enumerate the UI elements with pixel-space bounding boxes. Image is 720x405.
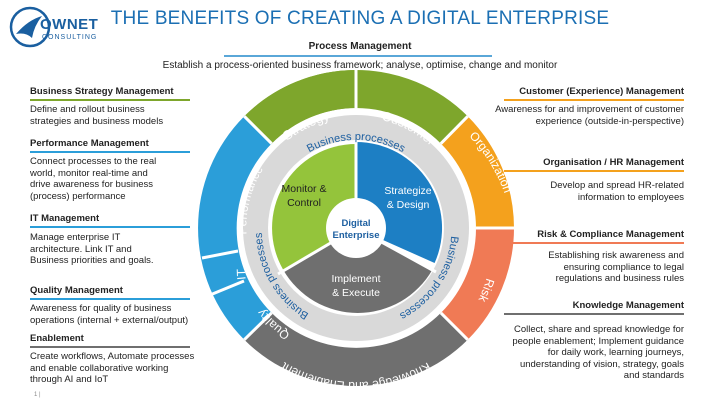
performance-line: drive awareness for business <box>30 179 154 190</box>
organisation-line: Develop and spread HR-related <box>550 180 684 191</box>
process-management-text: Establish a process-oriented business fr… <box>162 60 558 71</box>
knowledge-underline <box>504 313 684 315</box>
it-line: Manage enterprise IT <box>30 232 121 243</box>
implement-label-2: & Execute <box>332 287 380 299</box>
risk-segment <box>440 228 514 340</box>
knowledge-heading: Knowledge Management <box>572 300 684 311</box>
organisation-line: information to employees <box>577 191 684 203</box>
blue-left-segment <box>198 116 272 340</box>
risk-underline <box>504 242 684 244</box>
knowledge-line: for daily work, learning journeys, <box>547 347 684 358</box>
enablement-text: Create workflows, Automate processes and… <box>30 351 230 386</box>
customer-underline <box>504 99 684 101</box>
performance-line: (process) performance <box>30 190 126 202</box>
center-label-1: Digital <box>341 218 370 229</box>
it-heading: IT Management <box>30 213 100 224</box>
strategy-heading: Business Strategy Management <box>30 86 174 97</box>
customer-line: experience (outside-in-perspective) <box>535 115 684 127</box>
logo-ring-icon <box>9 6 51 48</box>
customer-text: Awareness for and improvement of custome… <box>464 104 684 127</box>
it-line: architecture. Link IT and <box>30 243 132 255</box>
customer-segment <box>356 70 468 144</box>
logo-sub: CONSULTING <box>42 34 98 41</box>
risk-line: regulations and business rules <box>555 273 684 284</box>
enablement-underline <box>30 346 190 348</box>
risk-text: Establishing risk awareness and ensuring… <box>484 250 684 285</box>
ring-label-it: IT <box>234 268 249 280</box>
knowledge-segment <box>244 312 468 386</box>
performance-heading: Performance Management <box>30 138 149 149</box>
customer-heading: Customer (Experience) Management <box>519 86 684 97</box>
monitor-label-1: Monitor & <box>282 183 327 195</box>
organization-segment <box>440 116 514 228</box>
it-line: Business priorities and goals. <box>30 255 154 266</box>
enablement-line: through AI and IoT <box>30 374 109 385</box>
risk-heading: Risk & Compliance Management <box>537 229 684 240</box>
strategize-label-1: Strategize <box>384 185 431 197</box>
quality-line: Awareness for quality of business <box>30 303 172 314</box>
process-management-underline <box>224 55 492 57</box>
performance-text: Connect processes to the real world, mon… <box>30 156 220 202</box>
logo-swoosh-icon <box>16 16 42 38</box>
performance-underline <box>30 151 190 153</box>
digital-enterprise-diagram: Strategy Customer Organization Risk Know… <box>198 70 515 388</box>
segment-separators <box>201 70 514 341</box>
process-management-heading: Process Management <box>308 41 412 52</box>
quality-heading: Quality Management <box>30 285 123 296</box>
knowledge-line: people enablement; Implement guidance <box>512 335 684 347</box>
performance-line: Connect processes to the real <box>30 156 157 167</box>
strategy-line: strategies and business models <box>30 115 164 127</box>
center-label-2: Enterprise <box>333 230 380 241</box>
enablement-line: Create workflows, Automate processes <box>30 351 195 362</box>
quality-line: operations (internal + external/output) <box>30 314 189 326</box>
it-text: Manage enterprise IT architecture. Link … <box>30 232 220 267</box>
enablement-heading: Enablement <box>30 333 84 344</box>
performance-line: world, monitor real-time and <box>30 167 148 179</box>
strategy-segment-left <box>244 70 356 144</box>
enablement-line: and enable collaborative working <box>30 362 169 374</box>
knowledge-line: and standards <box>623 370 684 381</box>
logo-name: OWNET <box>40 16 99 33</box>
page-title: THE BENEFITS OF CREATING A DIGITAL ENTER… <box>110 8 610 29</box>
strategy-text: Define and rollout business strategies a… <box>30 104 220 127</box>
center-circle <box>326 198 386 258</box>
organisation-text: Develop and spread HR-related informatio… <box>484 180 684 203</box>
organisation-underline <box>504 170 684 172</box>
it-underline <box>30 226 190 228</box>
monitor-label-2: Control <box>287 197 321 209</box>
quality-underline <box>30 298 190 300</box>
implement-label-1: Implement <box>331 273 380 285</box>
knowledge-text: Collect, share and spread knowledge for … <box>464 324 684 382</box>
ownet-logo <box>9 6 51 48</box>
risk-line: Establishing risk awareness and <box>548 250 684 261</box>
page-number: 1 | <box>34 392 41 398</box>
customer-line: Awareness for and improvement of custome… <box>495 104 684 115</box>
strategy-underline <box>30 99 190 101</box>
strategy-line: Define and rollout business <box>30 104 145 115</box>
quality-text: Awareness for quality of business operat… <box>30 303 230 326</box>
knowledge-line: Collect, share and spread knowledge for <box>513 324 684 335</box>
risk-line: ensuring compliance to legal <box>563 261 684 273</box>
knowledge-line: understanding of vision, strategy, goals <box>519 358 684 370</box>
strategize-label-2: & Design <box>387 199 430 211</box>
organisation-heading: Organisation / HR Management <box>543 157 684 168</box>
